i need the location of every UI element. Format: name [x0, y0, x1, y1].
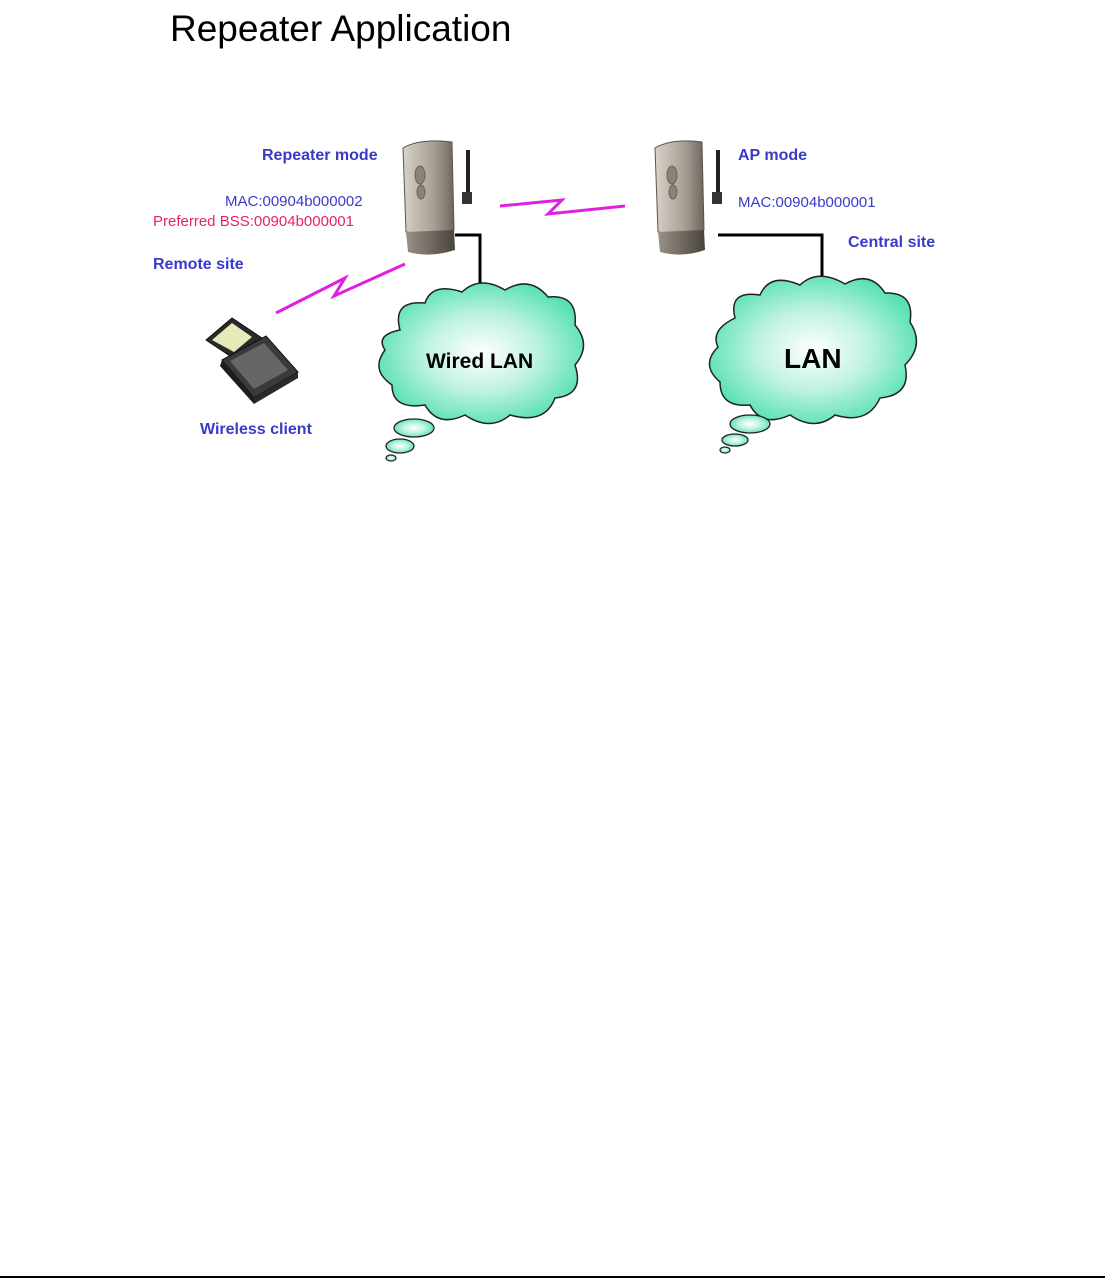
ap-mode-label: AP mode — [738, 147, 807, 165]
preferred-bss-label: Preferred BSS:00904b000001 — [153, 213, 354, 230]
lan-label: LAN — [784, 343, 842, 375]
ap-device-icon — [655, 141, 722, 255]
ap-mac-label: MAC:00904b000001 — [738, 194, 876, 211]
footer-divider — [0, 1276, 1105, 1278]
repeater-mode-label: Repeater mode — [262, 147, 378, 165]
client-repeater-wireless-link — [276, 264, 405, 313]
central-site-label: Central site — [848, 234, 935, 252]
repeater-ap-wireless-link — [500, 200, 625, 214]
remote-site-label: Remote site — [153, 256, 244, 274]
wired-lan-label: Wired LAN — [426, 350, 533, 374]
repeater-mac-label: MAC:00904b000002 — [225, 193, 363, 210]
repeater-device-icon — [403, 141, 472, 255]
wireless-client-label: Wireless client — [200, 421, 312, 439]
laptop-icon — [206, 318, 298, 404]
